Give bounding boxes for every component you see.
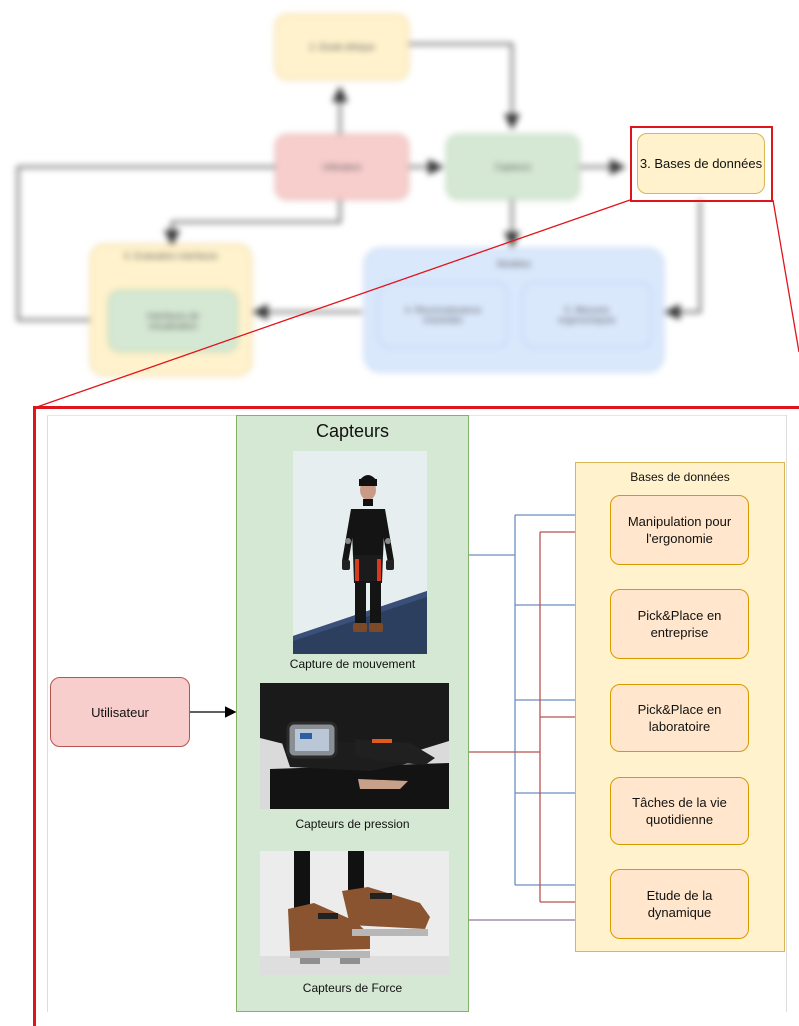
database-pickplace-enterprise: Pick&Place en entreprise xyxy=(610,589,749,659)
force-sensors-photo xyxy=(260,851,449,975)
ethics-node: 2. Etude éthique xyxy=(275,14,409,80)
database-dynamics: Etude de la dynamique xyxy=(610,869,749,939)
database-ergonomics: Manipulation pour l'ergonomie xyxy=(610,495,749,565)
overview-user-node: Utilisateur xyxy=(275,134,409,200)
pressure-sensors-photo xyxy=(260,683,449,809)
visualisation-node: Interfaces de visualisation xyxy=(108,290,238,352)
overview-sensors-node: Capteurs xyxy=(446,134,580,200)
motion-capture-caption: Capture de mouvement xyxy=(289,657,416,671)
databases-title: Bases de données xyxy=(630,470,730,484)
databases-overview-node: 3. Bases de données xyxy=(637,133,765,194)
database-daily-tasks: Tâches de la vie quotidienne xyxy=(610,777,749,845)
database-pickplace-laboratory: Pick&Place en laboratoire xyxy=(610,684,749,752)
sensors-title: Capteurs xyxy=(315,421,390,441)
detail-inner-border-right xyxy=(786,415,787,1012)
activity-recognition-node: 4. Reconnaissance d'activités xyxy=(378,282,508,348)
models-group-title: Modèles xyxy=(496,259,532,269)
detail-inner-border-left xyxy=(47,415,48,1012)
pressure-sensors-caption: Capteurs de pression xyxy=(295,817,410,831)
force-sensors-caption: Capteurs de Force xyxy=(302,981,403,995)
ergonomic-measures-node: 5. Mesures ergonomiques xyxy=(522,282,652,348)
motion-capture-photo xyxy=(293,451,427,654)
user-node: Utilisateur xyxy=(50,677,190,747)
highlight-frame: 3. Bases de données xyxy=(630,126,773,202)
overview-diagram: 2. Etude éthique Utilisateur Capteurs 6.… xyxy=(0,0,799,400)
evaluation-group-title: 6. Evaluation interfaces xyxy=(124,251,218,261)
